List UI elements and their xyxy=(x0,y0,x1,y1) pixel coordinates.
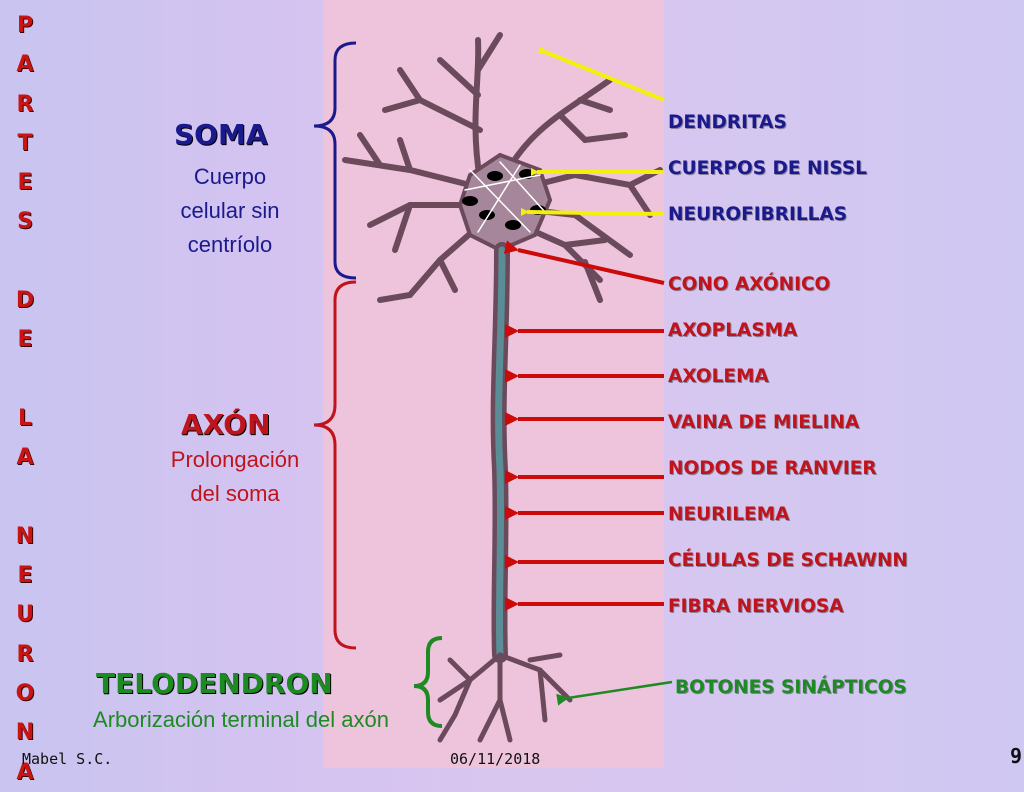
soma-brace xyxy=(313,41,357,280)
side-title-letter: L xyxy=(17,405,33,431)
label-fibra-nerviosa: FIBRA NERVIOSA xyxy=(668,596,844,617)
side-title-letter: N xyxy=(15,720,35,746)
side-title-letter: P xyxy=(16,13,34,38)
soma-description: Cuerpo celular sin centríolo xyxy=(160,160,300,262)
label-dendritas: DENDRITAS xyxy=(668,112,787,133)
side-title-letter xyxy=(8,242,42,281)
label-neurofibrillas: NEUROFIBRILLAS xyxy=(668,204,848,225)
label-celulas-schawnn: CÉLULAS DE SCHAWNN xyxy=(668,550,908,571)
footer-date: 06/11/2018 xyxy=(450,750,541,768)
side-title-letter: T xyxy=(17,130,33,156)
label-neurilema: NEURILEMA xyxy=(668,504,790,525)
side-title-letter: S xyxy=(17,209,33,235)
side-title-letter: E xyxy=(17,170,33,196)
label-arrows xyxy=(503,46,673,706)
myelin-sheath xyxy=(495,246,506,659)
soma-title: SOMA xyxy=(174,118,268,151)
side-title-letter: D xyxy=(15,288,35,314)
side-title-letter xyxy=(8,360,42,399)
side-title-letter: R xyxy=(16,91,34,117)
soma-desc-line: centríolo xyxy=(187,232,273,257)
label-axolema: AXOLEMA xyxy=(668,366,769,387)
arrow-botones-sinapticos xyxy=(556,680,673,706)
axon-description: Prolongación del soma xyxy=(150,443,320,511)
neurofibrils xyxy=(464,161,546,233)
side-title-letter: A xyxy=(16,52,34,78)
neuron xyxy=(342,32,663,743)
telodendron-title: TELODENDRON xyxy=(96,667,333,700)
side-title-letter: O xyxy=(15,681,35,707)
side-title-letter: U xyxy=(16,602,34,628)
label-nodos-ranvier: NODOS DE RANVIER xyxy=(668,458,877,479)
arrow-cono-axonico xyxy=(503,240,665,285)
axon-brace xyxy=(313,280,357,650)
telodendron-branches xyxy=(437,652,573,743)
side-title-letter: N xyxy=(15,523,35,549)
side-title-letter: R xyxy=(16,641,34,667)
side-title-letter: A xyxy=(16,445,34,471)
neuron-diagram xyxy=(313,0,673,768)
label-vaina-mielina: VAINA DE MIELINA xyxy=(668,412,860,433)
side-title-letter: E xyxy=(17,327,33,353)
label-botones-sinapticos: BOTONES SINÁPTICOS xyxy=(675,677,907,698)
telodendron-brace xyxy=(413,636,443,728)
arrow-dendritas xyxy=(537,46,665,102)
axon-desc-line: del soma xyxy=(190,481,280,506)
telodendron-desc-line: Arborización terminal del axón xyxy=(93,707,389,732)
axon-title: AXÓN xyxy=(181,408,271,441)
side-title-letter: E xyxy=(17,563,33,589)
side-title-letter xyxy=(8,478,42,517)
footer-page-number: 9 xyxy=(1010,744,1023,768)
soma-desc-line: celular sin xyxy=(180,198,280,223)
footer-author: Mabel S.C. xyxy=(22,750,113,768)
arrow-neurofibrillas xyxy=(520,207,665,216)
label-cono-axonico: CONO AXÓNICO xyxy=(668,274,831,295)
label-axoplasma: AXOPLASMA xyxy=(668,320,798,341)
soma-desc-line: Cuerpo xyxy=(193,164,267,189)
label-cuerpos-nissl: CUERPOS DE NISSL xyxy=(668,158,867,179)
axon-desc-line: Prolongación xyxy=(170,447,300,472)
telodendron-description: Arborización terminal del axón xyxy=(68,703,414,737)
